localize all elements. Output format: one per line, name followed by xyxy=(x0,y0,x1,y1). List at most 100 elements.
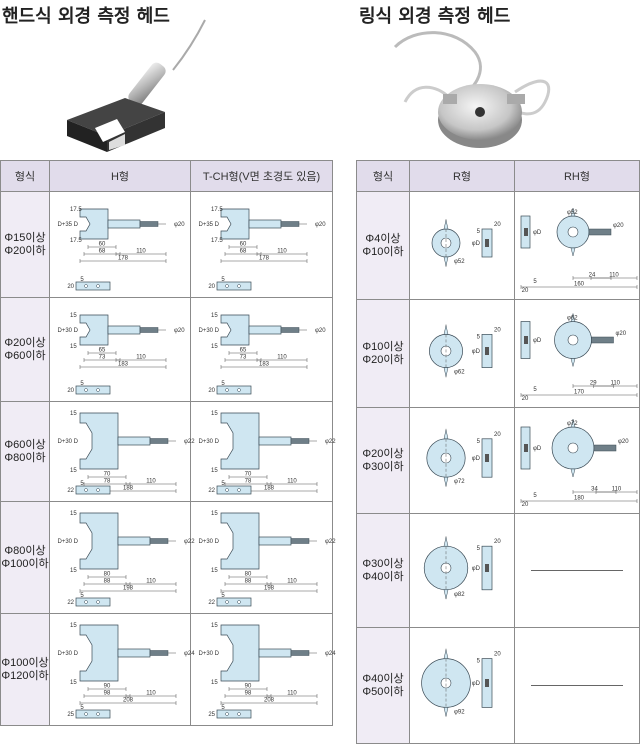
dim-c: 183 xyxy=(118,361,129,367)
rh-dim-c: 160 xyxy=(574,282,585,288)
rh-cable xyxy=(593,444,617,452)
bottom-thickness-label: 15 xyxy=(70,344,77,350)
shaft xyxy=(258,536,292,545)
dim-a: 80 xyxy=(245,571,252,577)
shaft-diameter-label: φ24 xyxy=(325,651,336,657)
head-dimension-label: D+30 D xyxy=(57,651,78,657)
ring-thickness-label: 5 xyxy=(477,334,481,340)
rh-type-empty xyxy=(514,627,640,744)
bottom-thickness-label: 15 xyxy=(211,468,218,474)
dim-e: 73 xyxy=(99,354,106,360)
top-thickness-label: 15 xyxy=(211,411,218,417)
rh-dim-a: 29 xyxy=(590,381,597,387)
top-thickness-label: 15 xyxy=(70,313,77,319)
rh-bore-label: φD xyxy=(533,446,542,452)
shaft xyxy=(258,648,292,657)
bottom-width-label: 20 xyxy=(208,388,215,394)
head-body xyxy=(220,208,250,239)
rh-step-label: 5 xyxy=(533,493,537,499)
bottom-thickness-label: 17.5 xyxy=(211,238,223,244)
lower-pin xyxy=(443,707,449,717)
dim-b: 110 xyxy=(287,690,297,696)
col-header-type: 형식 xyxy=(356,160,410,192)
ring-thickness-label: 5 xyxy=(477,439,481,445)
head-dimension-label: D+30 D xyxy=(198,651,219,657)
bottom-width-label: 20 xyxy=(67,388,74,394)
ring-outer-diameter-label: φ92 xyxy=(454,709,465,715)
ring-width-label: 20 xyxy=(494,539,501,545)
cable-end xyxy=(149,649,169,656)
slot-label: 5 xyxy=(80,593,84,599)
bottom-width-label: 22 xyxy=(67,600,74,606)
rh-dim-a: 24 xyxy=(589,273,596,279)
ring-width-label: 20 xyxy=(494,222,501,228)
ring-outer-diameter-label: φ62 xyxy=(454,370,465,376)
shaft-diameter-label: φ20 xyxy=(174,222,185,228)
ring-bore xyxy=(440,237,452,249)
top-thickness-label: 15 xyxy=(211,623,218,629)
not-available-dash xyxy=(531,685,623,686)
bottom-view xyxy=(75,485,111,494)
cable-end xyxy=(149,537,169,544)
rh-cable-diameter-label: φ20 xyxy=(613,223,624,229)
dim-c: 183 xyxy=(259,361,270,367)
bottom-view xyxy=(216,485,252,494)
ring-bore-label: φD xyxy=(472,456,481,462)
slot-label: 5 xyxy=(221,481,225,487)
head-body xyxy=(79,314,109,345)
dim-b: 110 xyxy=(287,578,297,584)
dim-e: 68 xyxy=(99,248,106,254)
left-section-title: 핸드식 외경 측정 헤드 xyxy=(2,6,170,27)
head-body xyxy=(79,208,109,239)
shaft-diameter-label: φ22 xyxy=(184,539,195,545)
rh-type-empty xyxy=(514,513,640,628)
top-thickness-label: 15 xyxy=(70,411,77,417)
rh-cable-diameter-label: φ20 xyxy=(618,439,629,445)
col-header-h: H형 xyxy=(49,160,191,192)
ring-bore-label: φD xyxy=(472,681,481,687)
dim-a: 90 xyxy=(104,683,111,689)
dim-e: 68 xyxy=(240,248,247,254)
slot-label: 5 xyxy=(221,381,225,387)
rh-ring-bore xyxy=(567,334,579,346)
shaft-diameter-label: φ22 xyxy=(184,439,195,445)
upper-pin xyxy=(443,325,449,335)
bottom-width-label: 25 xyxy=(208,712,215,718)
col-header-tch: T-CH형(V면 초경도 있음) xyxy=(190,160,333,192)
ring-outer-diameter-label: φ52 xyxy=(454,259,465,265)
bottom-view xyxy=(75,597,111,606)
upper-pin xyxy=(443,429,449,440)
upper-pin xyxy=(443,649,449,659)
rh-ring-bore xyxy=(567,226,579,238)
ring-width-label: 20 xyxy=(494,652,501,658)
dim-c: 178 xyxy=(118,255,129,261)
ring-head-photo xyxy=(393,31,551,148)
shaft xyxy=(258,436,292,445)
lower-pin xyxy=(443,589,449,599)
col-header-rh: RH형 xyxy=(514,160,640,192)
dim-c: 188 xyxy=(264,485,275,491)
ring-bore xyxy=(440,677,452,689)
dim-c: 178 xyxy=(259,255,270,261)
shaft xyxy=(107,219,141,228)
dim-c: 198 xyxy=(123,585,134,591)
dim-e: 88 xyxy=(245,578,252,584)
shaft xyxy=(117,536,151,545)
cable-end xyxy=(290,537,310,544)
